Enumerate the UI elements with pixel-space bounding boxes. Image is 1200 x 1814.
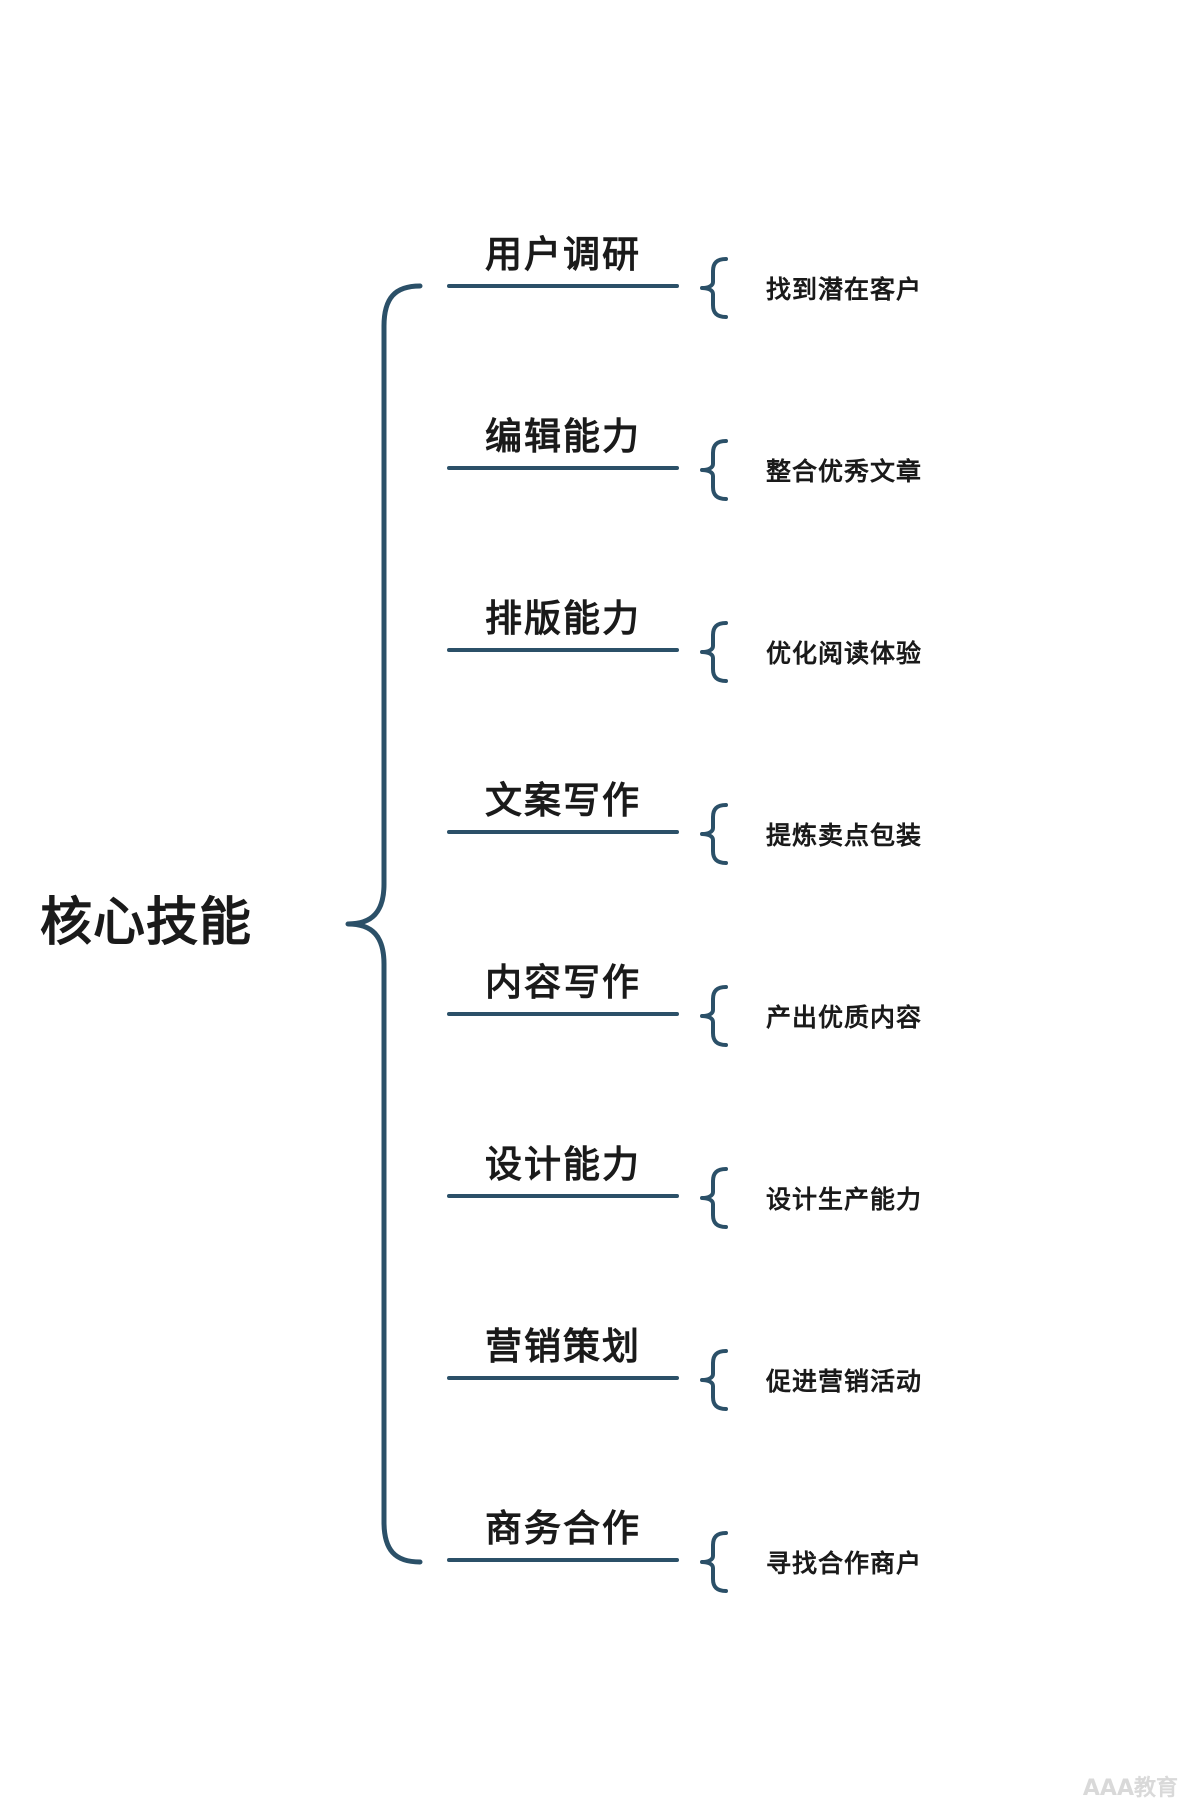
branch-item: 编辑能力整合优秀文章 (0, 406, 1200, 496)
detail-label: 设计生产能力 (766, 1185, 923, 1214)
branch-item: 用户调研找到潜在客户 (0, 224, 1200, 314)
skill-label: 商务合作 (485, 1507, 641, 1550)
small-brace (700, 803, 728, 865)
skill-label: 文案写作 (485, 779, 641, 822)
branch-item: 营销策划促进营销活动 (0, 1316, 1200, 1406)
skill-label: 内容写作 (485, 961, 641, 1004)
watermark: AAA教育 (1082, 1776, 1178, 1801)
detail-label: 优化阅读体验 (766, 639, 923, 668)
main-brace (345, 283, 423, 1565)
skill-label: 设计能力 (485, 1143, 641, 1186)
detail-label: 整合优秀文章 (766, 457, 923, 486)
branch-item: 内容写作产出优质内容 (0, 952, 1200, 1042)
small-brace (700, 439, 728, 501)
small-brace (700, 1531, 728, 1593)
skill-label: 用户调研 (485, 233, 641, 276)
small-brace (700, 1167, 728, 1229)
detail-label: 促进营销活动 (766, 1367, 923, 1396)
root-node-label: 核心技能 (40, 893, 253, 953)
detail-label: 寻找合作商户 (766, 1549, 923, 1578)
skill-label: 营销策划 (485, 1325, 641, 1368)
detail-label: 提炼卖点包装 (766, 821, 923, 850)
skill-label: 排版能力 (485, 597, 641, 640)
branch-item: 排版能力优化阅读体验 (0, 588, 1200, 678)
small-brace (700, 1349, 728, 1411)
branch-item: 设计能力设计生产能力 (0, 1134, 1200, 1224)
branch-item: 商务合作寻找合作商户 (0, 1498, 1200, 1588)
small-brace (700, 985, 728, 1047)
detail-label: 找到潜在客户 (766, 275, 923, 304)
small-brace (700, 257, 728, 319)
small-brace (700, 621, 728, 683)
skill-label: 编辑能力 (485, 415, 641, 458)
detail-label: 产出优质内容 (766, 1003, 923, 1032)
branch-item: 文案写作提炼卖点包装 (0, 770, 1200, 860)
